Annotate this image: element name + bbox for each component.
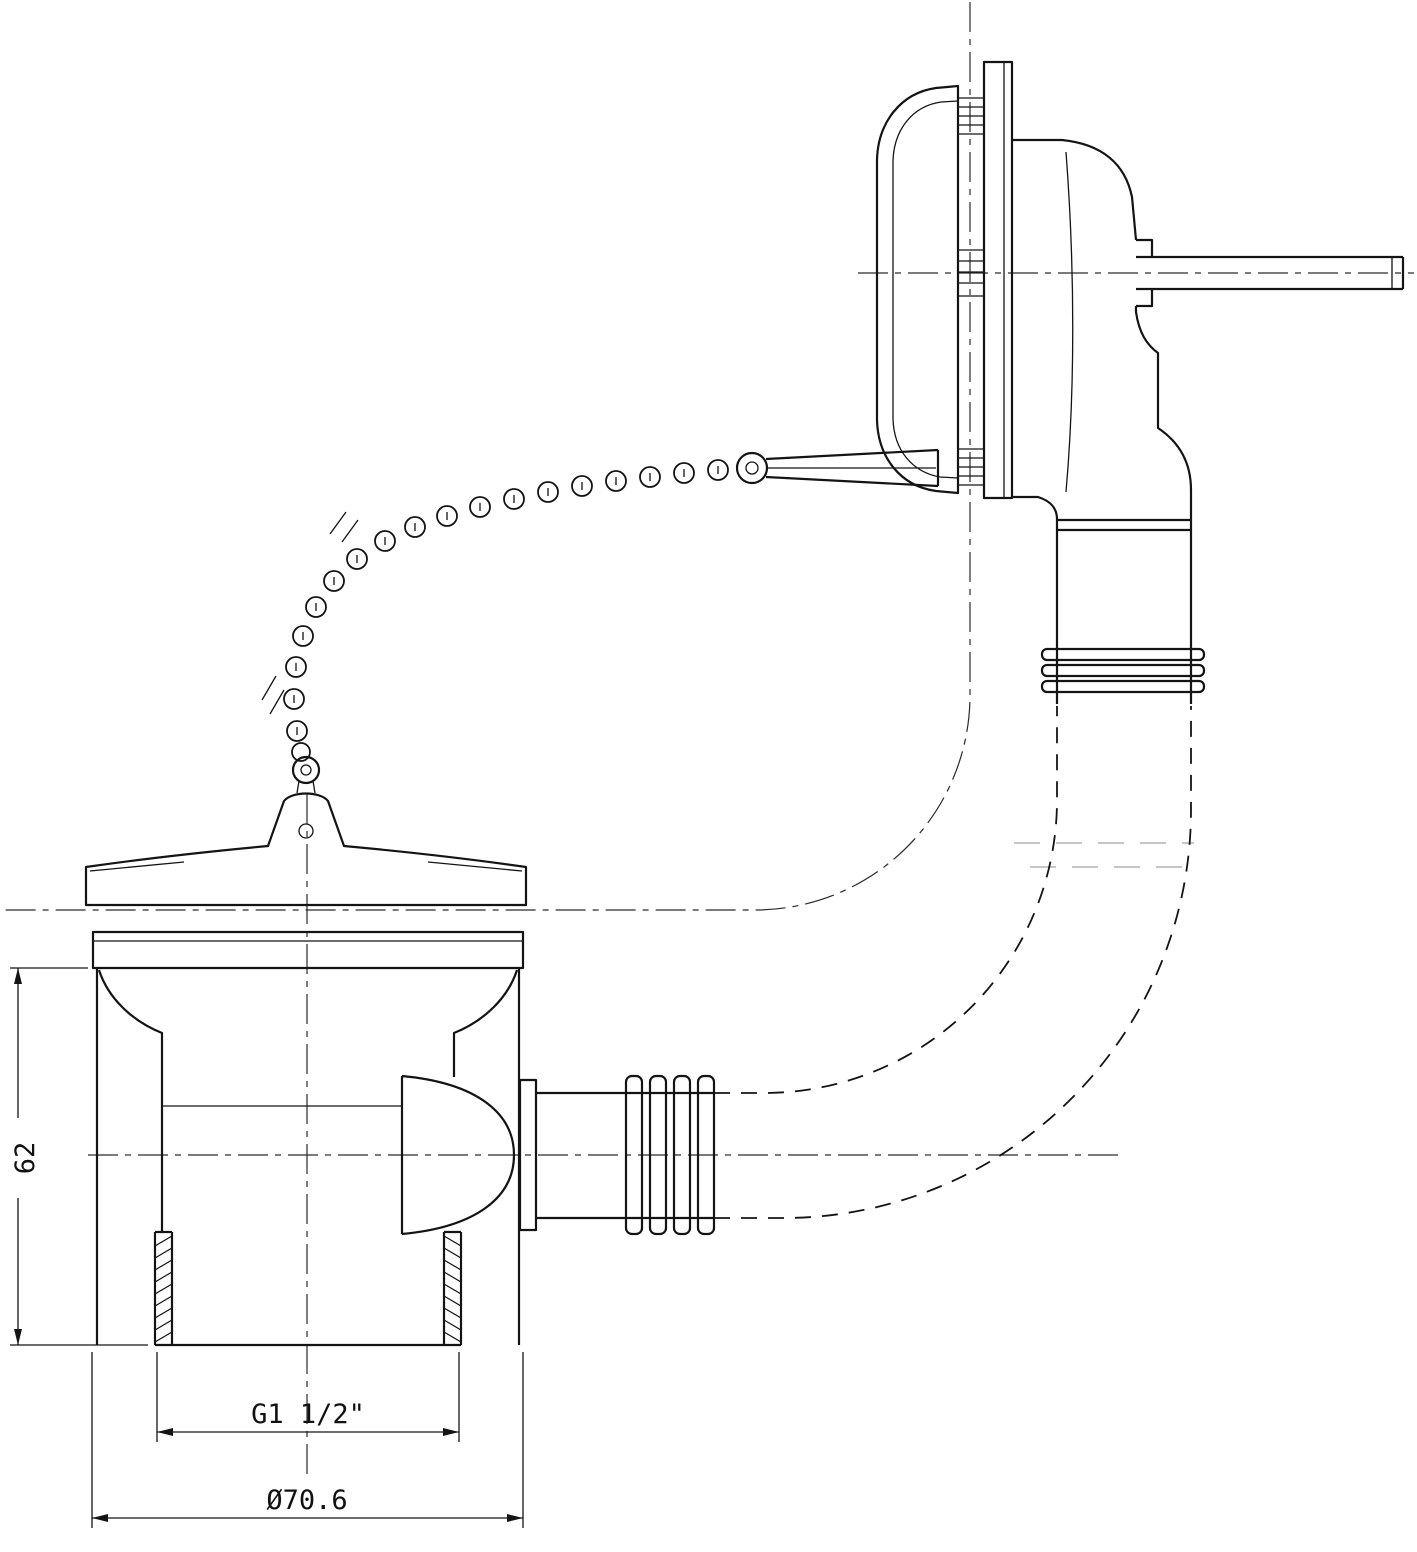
overflow-hose-ribs [1040,647,1206,694]
flexible-hose-dashed [714,706,1192,1219]
overflow-screw-hatch-top [958,97,984,135]
arrowhead [443,1428,459,1436]
chain-bead [503,488,525,510]
waste-body [91,930,716,1347]
arrowhead [14,1329,22,1345]
dim-height-label: 62 [10,1142,41,1175]
thread-walls [153,1230,463,1347]
waste-plug [84,755,528,907]
dim-thread-label: G1 1/2" [251,1399,365,1430]
overflow-screw-hatch-bottom [958,448,984,486]
rib [1040,647,1206,662]
overflow-body-silhouette [1065,151,1074,493]
chain-end-link [291,742,311,762]
lever-and-chain [261,448,940,762]
lever-eye-ring [735,451,769,485]
chain-bead [374,530,396,552]
waste-funnel-left [97,969,164,1232]
overflow-rod-boss [1136,238,1154,308]
chain-bead [285,656,307,678]
hose-inner-wall [714,706,1058,1094]
dimensions: 62 G1 1/2" Ø70.6 [10,967,524,1528]
dimension-height-62: 62 [10,967,148,1346]
chain-bead [436,505,458,527]
waste-flange [91,930,525,970]
chain-bead [571,475,593,497]
overflow-rod [1136,255,1405,291]
outlet-hose-ribs [624,1074,716,1236]
plug-eyelet-ring [291,755,321,785]
hose-outer-wall [714,706,1192,1219]
chain-bead [292,625,314,647]
plug-eyelet-hole [300,764,312,776]
dimension-diameter-70-6: Ø70.6 [91,1352,524,1528]
chain-break-marks [261,511,359,715]
centerlines [4,2,1414,1480]
overflow-body-right-edge [1134,306,1193,704]
chain-bead [673,462,695,484]
overflow-body-left-edge [1012,495,1059,704]
rib [624,1074,644,1236]
thread-hatch-right [443,1235,462,1343]
chain-bead [707,459,729,481]
outlet-dome [400,1074,516,1236]
outlet-flange [518,1078,538,1232]
chain-bead [305,596,327,618]
waste-outlet [400,1074,716,1236]
overflow-cover-inner-line [892,100,959,479]
chain-bead-links [293,466,719,735]
overflow-backplate [982,60,1014,500]
arrowhead [507,1514,523,1522]
arrowhead [92,1514,108,1522]
chain-bead [283,688,305,710]
bead-chain [261,459,729,762]
waste-thread [153,1230,463,1347]
ext-lines [91,1352,524,1528]
rib [696,1074,716,1236]
overflow-axis-centerline [4,2,971,911]
plug-outline [84,792,528,907]
rib [672,1074,692,1236]
overflow-body-outline [1012,138,1138,241]
chain-bead [639,466,661,488]
lever-eye-hole [745,461,759,475]
rib [1040,679,1206,694]
chain-bead [346,548,368,570]
plug-eyelet-neck [296,780,316,794]
arrowhead [14,968,22,984]
waste-shell-walls [95,968,521,1345]
chain-bead [404,516,426,538]
dimension-thread-g1-1-2: G1 1/2" [156,1352,460,1442]
plug-brim-ridges [89,861,523,872]
phantom-lines [1014,842,1194,868]
chain-bead [469,496,491,518]
waste-funnel-right [452,969,519,1077]
chain-bead [323,570,345,592]
chain-bead [605,470,627,492]
overflow-elbow-joint [1057,518,1191,532]
ext-lines [156,1352,460,1442]
overflow-cover-outline [875,84,960,495]
thread-hatch-left [154,1235,173,1343]
rod-outline [1136,255,1405,291]
dim-diameter-label: Ø70.6 [266,1485,347,1516]
plug-knob-hole [298,823,314,839]
lever-rod [765,448,940,488]
ext-lines [10,967,148,1346]
chain-bead [537,481,559,503]
rib [648,1074,668,1236]
rib [1040,663,1206,678]
arrowhead [157,1428,173,1436]
chain-bead [286,720,308,742]
overflow-assembly [875,60,1405,704]
